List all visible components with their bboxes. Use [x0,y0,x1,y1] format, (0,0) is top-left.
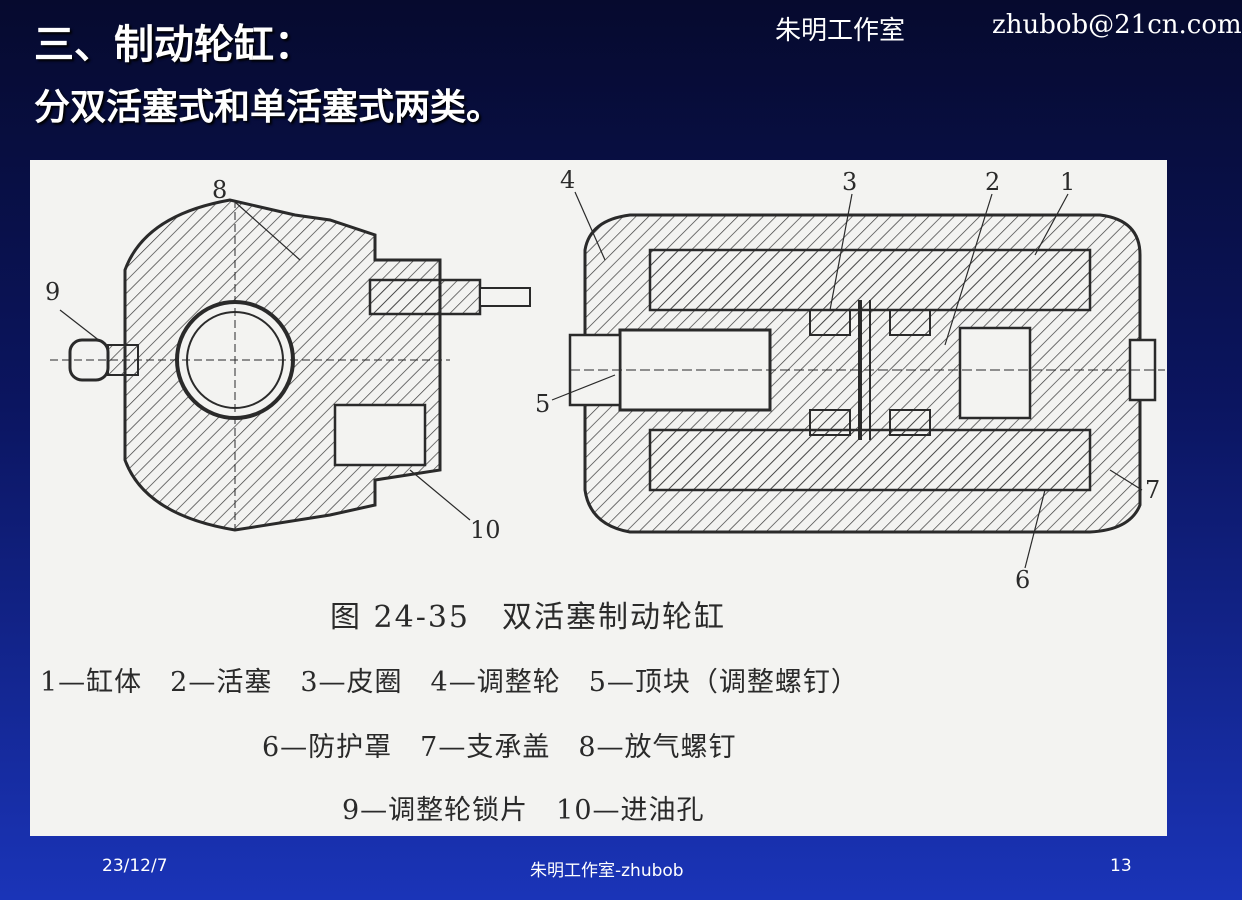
callout-9: 9 [45,278,60,306]
callout-5: 5 [535,390,550,418]
footer-center-text: 朱明工作室-zhubob [530,861,684,881]
callout-7: 7 [1145,476,1160,504]
page-number: 13 [1110,856,1132,876]
header-email: zhubob@21cn.com [992,10,1242,40]
figure-caption: 图 24-35 双活塞制动轮缸 [330,600,727,635]
legend-line-3: 9—调整轮锁片 10—进油孔 [342,795,705,826]
longitudinal-section-view [568,213,1165,534]
legend-line-1: 1—缸体 2—活塞 3—皮圈 4—调整轮 5—顶块（调整螺钉） [40,667,859,698]
callout-2: 2 [985,168,1000,196]
slide-subtitle: 分双活塞式和单活塞式两类。 [34,87,503,128]
brake-cylinder-figure: 8 9 10 4 3 2 1 5 7 6 图 24-35 双活塞制动轮缸 1—缸… [30,160,1167,836]
callout-6: 6 [1015,566,1030,594]
callout-4: 4 [560,166,575,194]
footer-date: 23/12/7 [102,856,168,876]
header-studio: 朱明工作室 [775,16,906,46]
side-section-view [50,198,531,532]
slide-title: 三、制动轮缸： [34,22,314,68]
callout-8: 8 [212,176,227,204]
cylinder-drawing: 8 9 10 4 3 2 1 5 7 6 [45,166,1165,594]
legend-line-2: 6—防护罩 7—支承盖 8—放气螺钉 [262,732,737,763]
callout-labels: 8 9 10 4 3 2 1 5 7 6 [45,166,1160,594]
callout-3: 3 [842,168,857,196]
leader-lines [59,191,1143,569]
callout-10: 10 [470,516,501,544]
callout-1: 1 [1060,168,1075,196]
